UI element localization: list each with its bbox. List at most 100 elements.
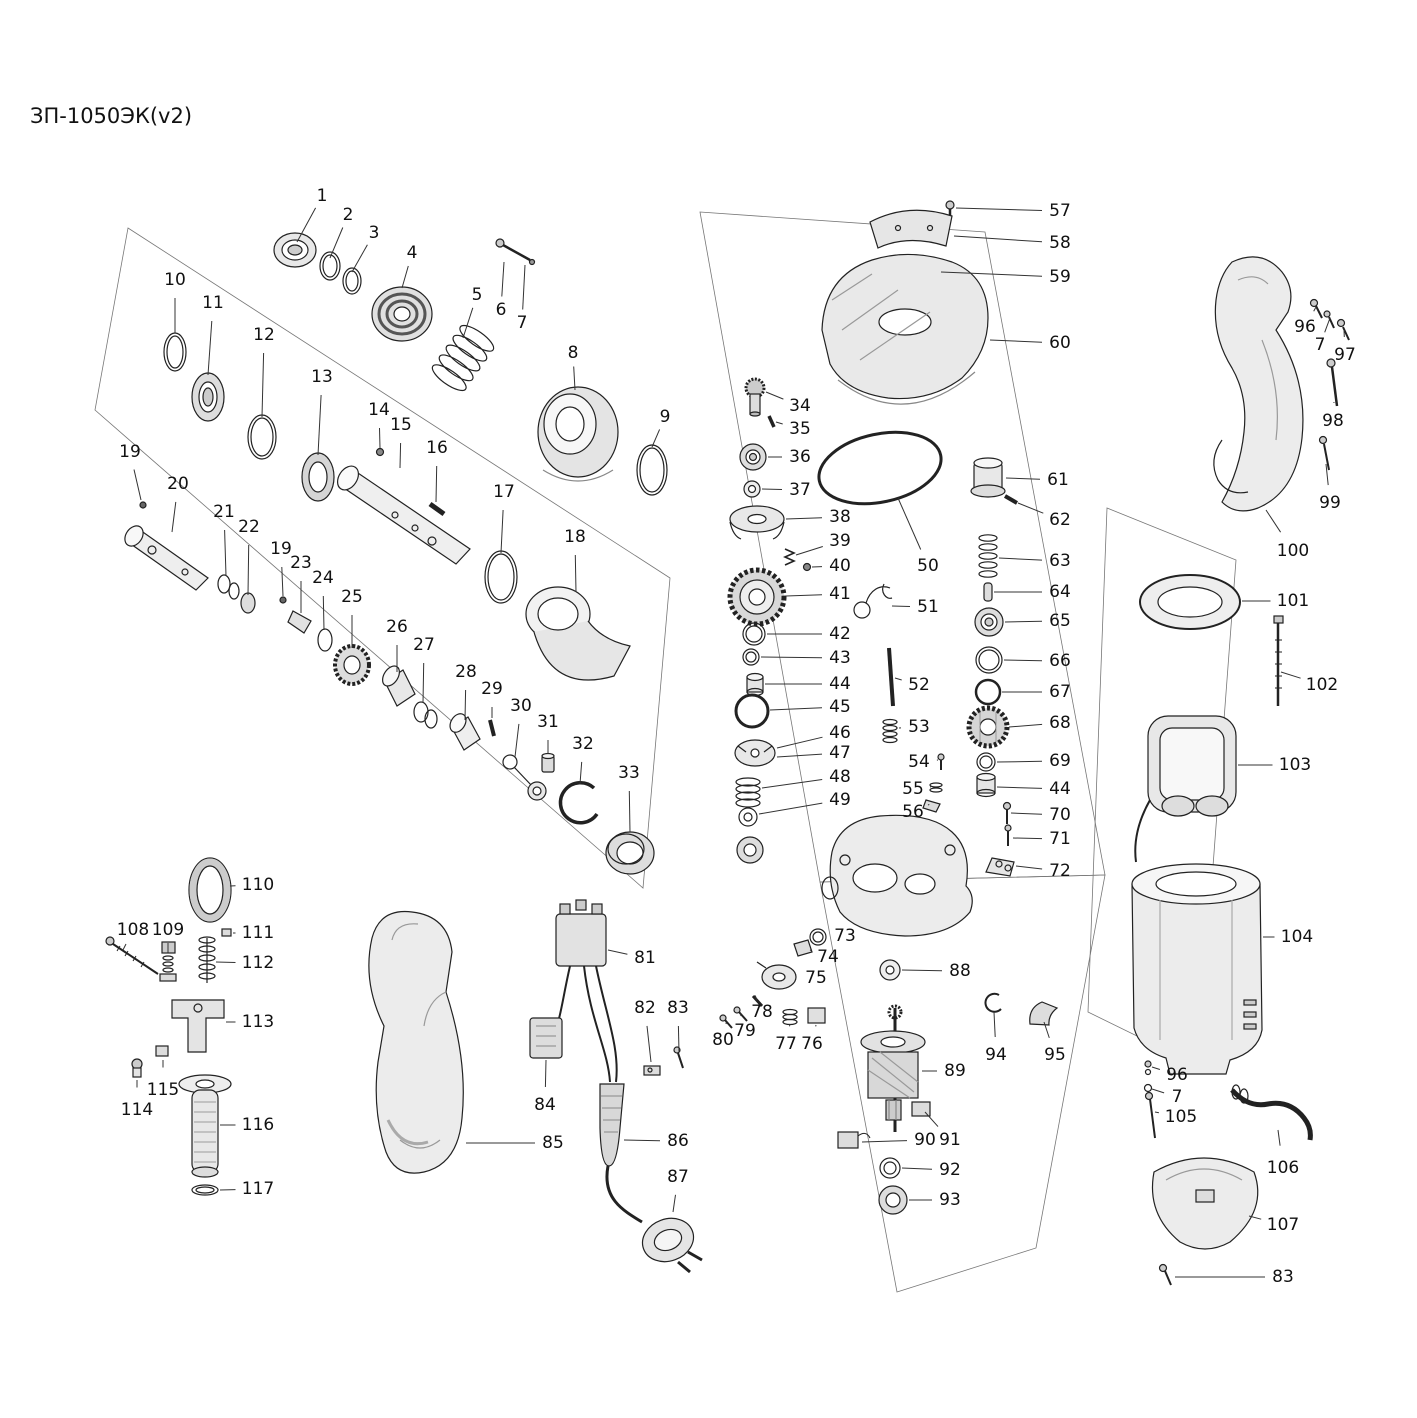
- part-label-53: 53: [908, 717, 930, 737]
- part-label-51: 51: [917, 597, 939, 617]
- part-bevel-gear-25: [333, 644, 371, 686]
- part-label-3: 3: [369, 223, 380, 243]
- leader-line-13: [317, 394, 322, 456]
- part-label-4: 4: [407, 243, 418, 263]
- part-piston-28: [449, 713, 481, 751]
- part-label-31: 31: [537, 712, 559, 732]
- part-valve-74: [793, 939, 813, 957]
- leader-line-106: [1277, 1129, 1281, 1146]
- part-label-57: 57: [1049, 201, 1071, 221]
- part-spring-53: [882, 718, 898, 744]
- part-ring-92: [879, 1157, 901, 1179]
- part-grip-116: [178, 1074, 232, 1178]
- part-cap-114: [131, 1058, 143, 1078]
- part-label-41: 41: [829, 584, 851, 604]
- leader-line-72: [1015, 865, 1043, 870]
- part-screw-96a: [1309, 298, 1323, 319]
- part-ring-66: [975, 646, 1003, 674]
- part-label-98: 98: [1322, 411, 1344, 431]
- part-label-116: 116: [242, 1115, 274, 1135]
- leader-line-96: [1151, 1066, 1161, 1070]
- part-label-23: 23: [290, 553, 312, 573]
- part-label-68: 68: [1049, 713, 1071, 733]
- part-label-55: 55: [902, 779, 924, 799]
- leader-line-58: [953, 235, 1043, 243]
- part-label-67: 67: [1049, 682, 1071, 702]
- part-label-6: 6: [496, 300, 507, 320]
- part-label-115: 115: [147, 1080, 179, 1100]
- part-label-34: 34: [789, 396, 811, 416]
- part-bolt-102: [1273, 615, 1284, 706]
- part-bolt-105: [1144, 1091, 1156, 1139]
- part-label-74: 74: [817, 947, 839, 967]
- part-spring-5: [431, 324, 495, 392]
- leader-line-56: [927, 803, 930, 806]
- leader-line-65: [1004, 620, 1043, 623]
- part-ring-10: [163, 332, 187, 372]
- leader-line-19: [281, 566, 284, 597]
- leader-line-79: [739, 1013, 742, 1017]
- part-label-36: 36: [789, 447, 811, 467]
- part-label-44: 44: [829, 674, 851, 694]
- part-ring-13: [301, 452, 335, 502]
- part-washer-22: [240, 592, 256, 614]
- part-label-59: 59: [1049, 267, 1071, 287]
- leader-line-47: [776, 753, 823, 758]
- part-label-24: 24: [312, 568, 334, 588]
- part-label-83: 83: [667, 998, 689, 1018]
- part-label-14: 14: [368, 400, 390, 420]
- part-label-54: 54: [908, 752, 930, 772]
- part-label-71: 71: [1049, 829, 1071, 849]
- part-pin-64: [983, 582, 993, 602]
- part-label-70: 70: [1049, 805, 1071, 825]
- part-gearbox-housing: [821, 814, 973, 937]
- part-clip-111: [221, 928, 232, 937]
- leader-line-19: [133, 469, 142, 501]
- leader-line-50: [897, 497, 922, 550]
- part-label-87: 87: [667, 1167, 689, 1187]
- part-block-84: [529, 1017, 563, 1059]
- part-label-19: 19: [119, 442, 141, 462]
- part-connecting-rod-30: [502, 754, 547, 801]
- part-label-18: 18: [564, 527, 586, 547]
- leader-line-3: [351, 244, 368, 273]
- leader-line-21: [224, 529, 227, 577]
- part-cylinder-head-8: [537, 386, 619, 482]
- part-label-48: 48: [829, 767, 851, 787]
- diagram-title: ЗП-1050ЭК(v2): [30, 104, 193, 128]
- part-bearing-11: [191, 372, 225, 422]
- part-rings-21: [217, 574, 240, 600]
- part-spring-pin-55: [929, 782, 943, 793]
- leader-line-91: [924, 1111, 939, 1127]
- part-label-2: 2: [343, 205, 354, 225]
- part-label-92: 92: [939, 1160, 961, 1180]
- part-label-10: 10: [164, 270, 186, 290]
- leader-line-8: [573, 366, 576, 391]
- part-label-43: 43: [829, 648, 851, 668]
- leader-line-87: [672, 1194, 676, 1213]
- part-pin-29: [488, 719, 496, 737]
- part-oring-67: [974, 678, 1002, 706]
- part-plug-87: [641, 1217, 703, 1274]
- part-label-89: 89: [944, 1061, 966, 1081]
- part-label-52: 52: [908, 675, 930, 695]
- part-label-88: 88: [949, 961, 971, 981]
- leader-line-70: [1010, 812, 1043, 815]
- part-label-35: 35: [789, 419, 811, 439]
- leader-line-34: [765, 391, 784, 400]
- part-ring-2: [319, 251, 341, 281]
- leader-line-2: [329, 227, 344, 259]
- leader-line-88: [901, 969, 943, 972]
- part-ball-19b: [279, 596, 287, 604]
- part-label-7: 7: [1172, 1087, 1183, 1107]
- part-label-15: 15: [390, 415, 412, 435]
- leader-line-48: [761, 779, 823, 789]
- part-label-21: 21: [213, 502, 235, 522]
- part-label-77: 77: [775, 1034, 797, 1054]
- leader-line-90: [861, 1140, 908, 1143]
- leader-line-84: [544, 1059, 547, 1088]
- part-bearing-1: [273, 232, 317, 268]
- part-ring-12: [247, 414, 277, 460]
- part-switch-81: [555, 899, 607, 967]
